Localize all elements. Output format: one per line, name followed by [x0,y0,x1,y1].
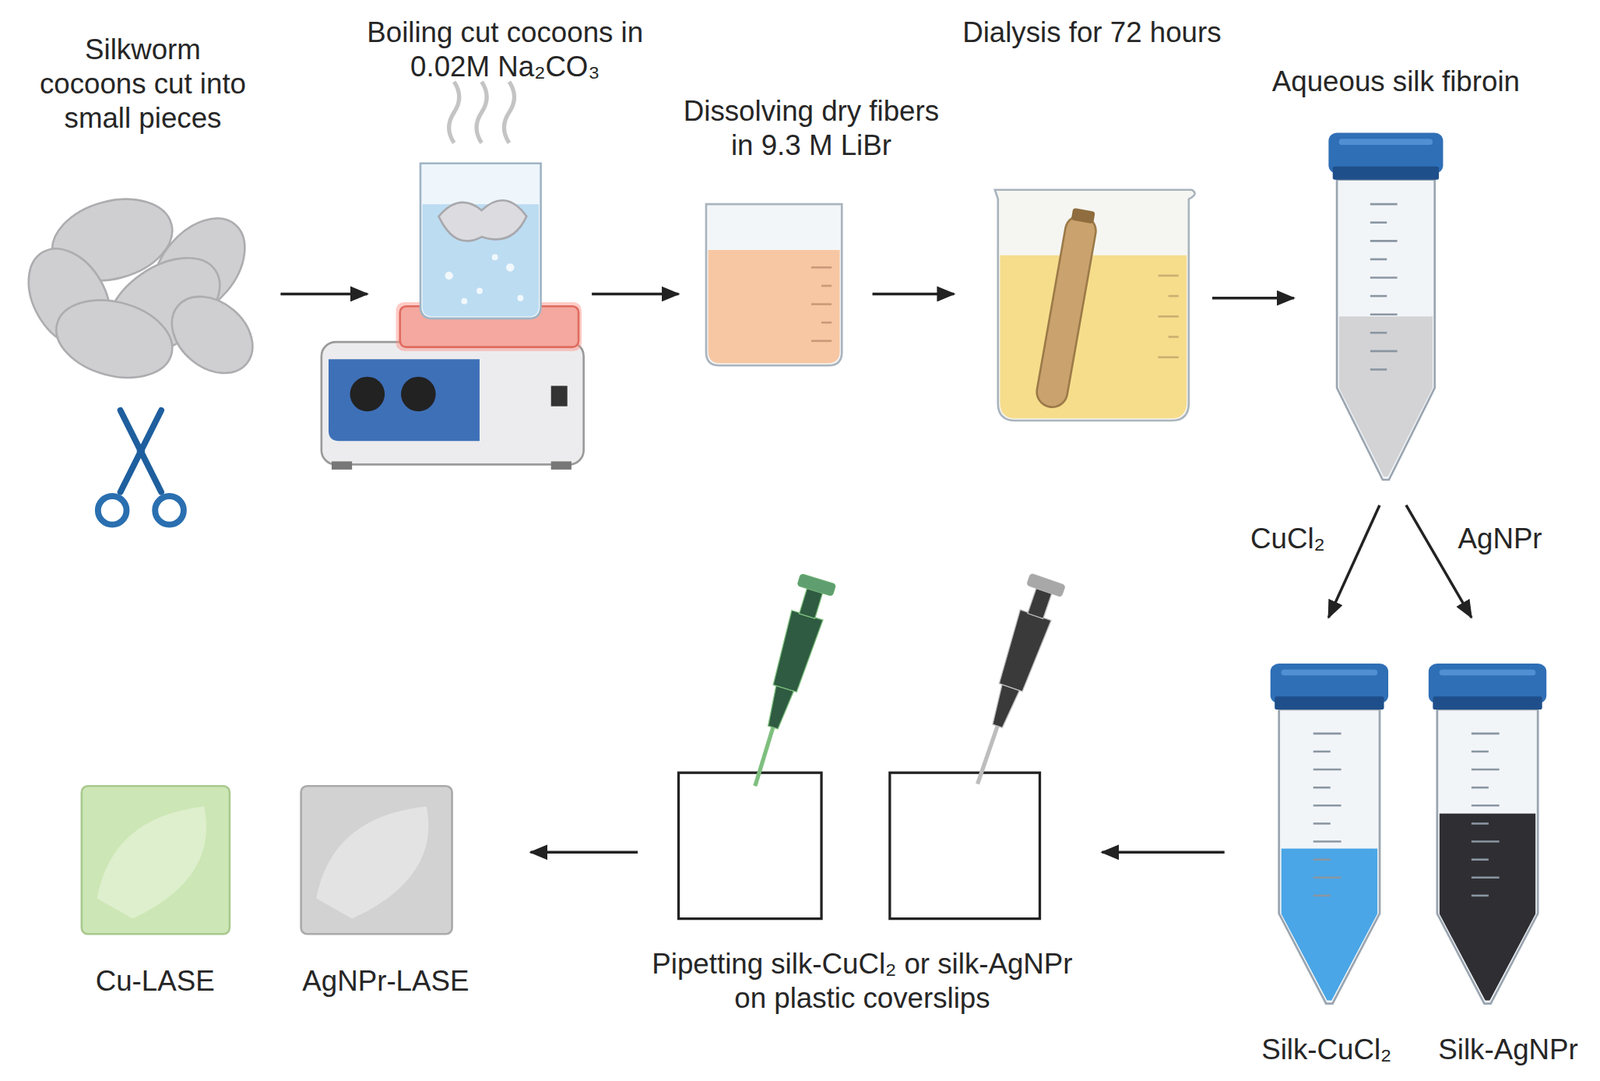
cocoons [11,186,268,391]
process-step: Silkworm cocoons cut into small pieces [20,193,281,531]
step-caption: Silkworm cocoons cut into small pieces [33,32,254,136]
process-arrow [530,850,638,855]
reagent-label: AgNPr [1455,521,1545,556]
process-step: Pipetting silk-CuCl₂ or silk-AgNPr on pl… [637,571,1102,919]
step-caption: Pipetting silk-CuCl₂ or silk-AgNPr on pl… [637,946,1087,1016]
agnpr-tube [1428,663,1547,1014]
dialysis-beaker [995,189,1196,421]
reagent-label: CuCl₂ [1248,521,1328,556]
process-step: AgNPr-LASE [295,780,531,939]
step-caption: Silk-CuCl₂ [1244,1032,1409,1067]
coverslips [678,772,1041,918]
process-step: Dissolving dry fibers in 9.3 M LiBr [678,193,873,368]
step-caption: Silk-AgNPr [1426,1032,1590,1067]
process-arrow [1328,505,1380,618]
process-arrow [1101,850,1224,855]
green-pipette [737,573,836,792]
fibroin-tube [1328,132,1443,490]
cucl2-tube [1270,663,1389,1019]
step-caption: Cu-LASE [52,963,257,999]
process-arrow [872,292,955,296]
process-step: Silk-AgNPr [1413,617,1562,1011]
process-step: Aqueous silk fibroin [1294,132,1449,505]
process-arrow [591,292,679,296]
step-caption: Dialysis for 72 hours [918,15,1266,50]
process-arrow [280,292,367,296]
step-caption: Boiling cut cocoons in 0.02M Na₂CO₃ [354,15,656,85]
process-step: Silk-CuCl₂ [1224,617,1409,1011]
step-caption: Dissolving dry fibers in 9.3 M LiBr [678,94,945,163]
process-arrow [1212,296,1295,300]
process-step: Dialysis for 72 hours [953,188,1213,423]
process-step: Cu-LASE [76,780,235,939]
scissors [98,410,184,525]
process-step: Boiling cut cocoons in 0.02M Na₂CO₃ [367,168,592,472]
step-caption: Aqueous silk fibroin [1242,64,1549,99]
cu-lase-film [81,785,230,934]
grey-pipette [960,573,1066,790]
hotplate [321,81,584,470]
libr-beaker [706,203,842,366]
agnpr-lase-film [301,785,453,934]
step-caption: AgNPr-LASE [273,963,498,999]
